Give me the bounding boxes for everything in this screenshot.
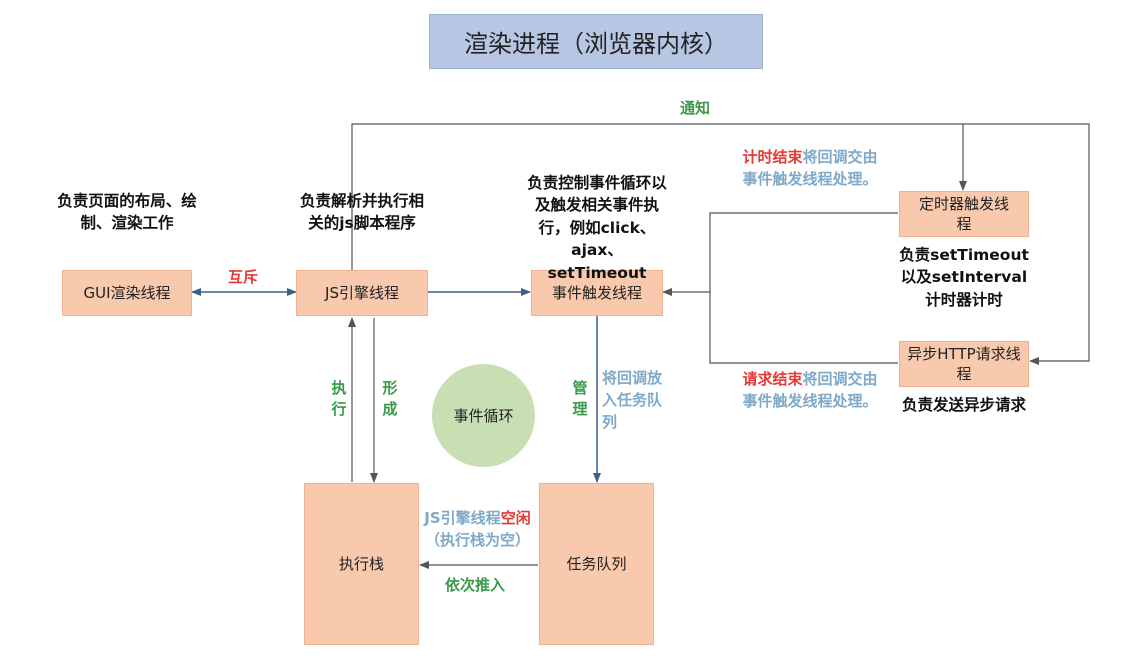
gui-description: 负责页面的布局、绘制、渲染工作 (57, 192, 197, 233)
event-loop-circle: 事件循环 (432, 364, 535, 467)
js-idle-label: JS引擎线程空闲 （执行栈为空） (410, 508, 545, 552)
execute-label: 执行 (331, 379, 347, 418)
timer-description: 负责setTimeout以及setInterval计时器计时 (899, 246, 1029, 309)
request-end-red-text: 请求结束 (742, 370, 803, 388)
mutex-label: 互斥 (228, 268, 259, 286)
js-engine-thread-box: JS引擎线程 (296, 270, 428, 316)
js-description: 负责解析并执行相关的js脚本程序 (299, 192, 424, 233)
diagram-title: 渲染进程（浏览器内核） (429, 14, 763, 69)
timer-callback-line (709, 212, 898, 292)
event-trigger-thread-box: 事件触发线程 (531, 270, 663, 316)
event-description: 负责控制事件循环以及触发相关事件执行，例如click、ajax、setTimeo… (527, 174, 667, 282)
async-http-thread-box: 异步HTTP请求线程 (899, 341, 1029, 387)
timer-end-blue-text: 将回调交由事件触发线程处理。 (742, 148, 878, 188)
enqueue-label: 将回调放入任务队列 (602, 369, 663, 431)
push-in-order-label: 依次推入 (445, 576, 506, 594)
notify-label: 通知 (680, 99, 711, 117)
timer-end-label: 计时结束将回调交由事件触发线程处理。 (735, 147, 885, 191)
manage-label: 管理 (572, 379, 588, 418)
timer-trigger-thread-box: 定时器触发线程 (899, 191, 1029, 237)
execution-stack-box: 执行栈 (304, 483, 419, 645)
idle-red-text: 空闲 (500, 509, 531, 527)
request-end-blue-text: 将回调交由事件触发线程处理。 (742, 370, 878, 410)
request-end-label: 请求结束将回调交由事件触发线程处理。 (735, 369, 885, 413)
timer-end-red-text: 计时结束 (742, 148, 803, 166)
gui-render-thread-box: GUI渲染线程 (62, 270, 192, 316)
http-callback-line (709, 292, 898, 364)
http-description: 负责发送异步请求 (901, 396, 1026, 414)
idle-blue-text: JS引擎线程 (424, 509, 501, 527)
task-queue-box: 任务队列 (539, 483, 654, 645)
notify-line (351, 123, 1090, 365)
idle-paren-text: （执行栈为空） (424, 530, 530, 549)
form-label: 形成 (382, 379, 398, 418)
